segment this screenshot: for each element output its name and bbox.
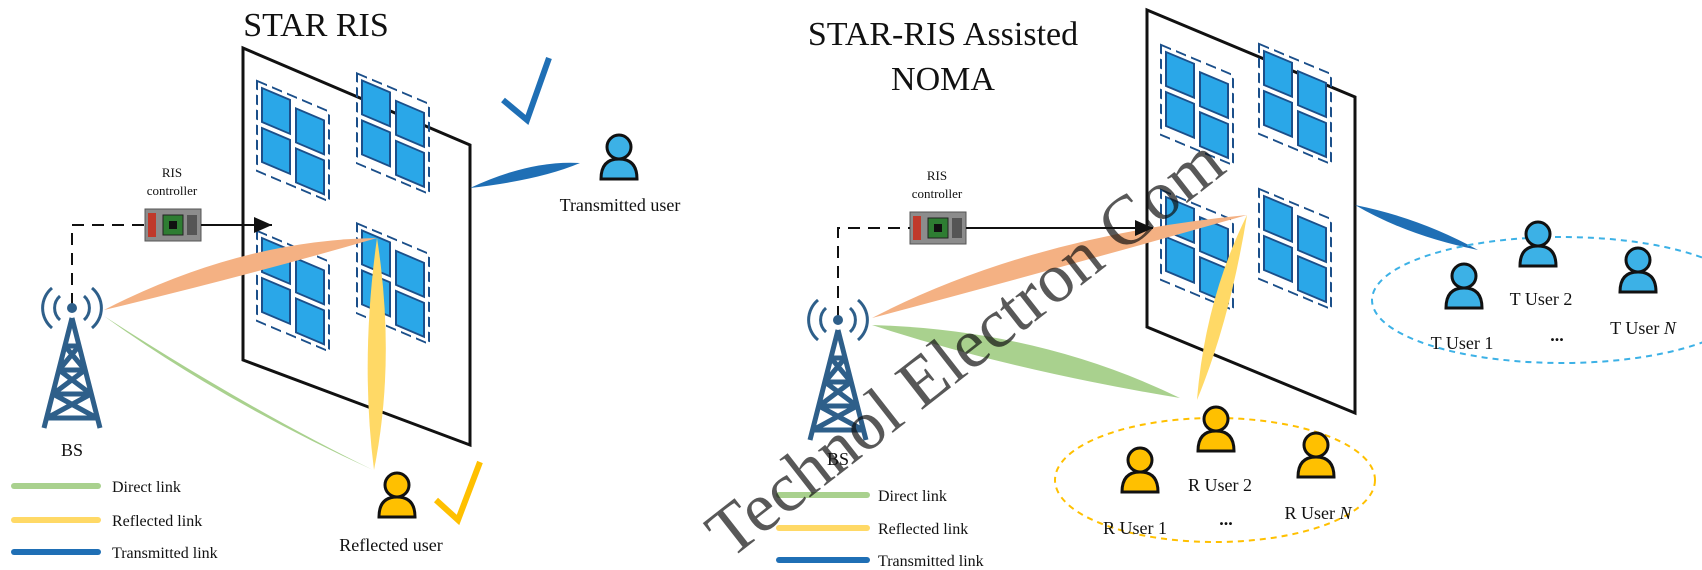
t-user-2-label: T User 2 — [1510, 289, 1573, 309]
legend-left: Direct link Reflected link Transmitted l… — [11, 479, 218, 562]
transmitted-user-icon — [599, 133, 639, 181]
left-transmitted-beam — [470, 162, 580, 188]
legend-direct-label: Direct link — [112, 479, 181, 496]
r-user-group: R User 1 R User 2 R User N ... — [1054, 405, 1376, 543]
left-bs-label: BS — [61, 440, 83, 460]
r-user-1-icon — [1120, 446, 1160, 494]
t-user-2-icon — [1518, 220, 1558, 268]
t-user-group: T User 1 T User 2 T User N ... — [1371, 220, 1702, 364]
left-beams — [104, 162, 580, 470]
t-user-1-icon — [1444, 262, 1484, 310]
left-reflected-beam-orange — [104, 238, 377, 310]
transmitted-check-icon — [501, 56, 552, 126]
legend-direct-label: Direct link — [878, 488, 947, 505]
controller-icon — [909, 211, 967, 245]
legend-reflected-label: Reflected link — [112, 513, 202, 530]
reflected-check-icon — [433, 460, 483, 526]
right-title-line-2: NOMA — [891, 61, 995, 98]
legend-right: Direct link Reflected link Transmitted l… — [776, 488, 984, 570]
left-controller: RIS controller — [71, 165, 272, 305]
transmitted-user-label: Transmitted user — [560, 195, 681, 215]
t-user-n-label: T User N — [1610, 318, 1677, 338]
left-bs-tower-icon — [43, 288, 102, 428]
right-transmitted-beam — [1355, 205, 1478, 250]
r-user-ellipsis: ... — [1219, 509, 1233, 529]
left-reflected-beam-yellow — [367, 238, 386, 470]
reflected-user-label: Reflected user — [339, 535, 442, 555]
r-user-2-label: R User 2 — [1188, 475, 1252, 495]
left-controller-label-2: controller — [147, 183, 198, 198]
right-controller-label-2: controller — [912, 186, 963, 201]
right-reflected-beam-orange — [872, 215, 1247, 318]
reflected-user-icon — [377, 471, 417, 519]
legend-reflected-label: Reflected link — [878, 521, 968, 538]
t-user-n-icon — [1618, 246, 1658, 294]
right-beams — [872, 205, 1478, 400]
left-title: STAR RIS — [243, 7, 389, 44]
right-panel: STAR-RIS Assisted NOMA RIS controller — [808, 7, 1702, 543]
right-reflected-beam-yellow — [1197, 215, 1247, 400]
right-controller: RIS controller — [837, 168, 1153, 318]
controller-icon — [144, 208, 202, 242]
right-direct-beam — [872, 325, 1180, 398]
legend-transmitted-label: Transmitted link — [878, 553, 984, 570]
right-title-line-1: STAR-RIS Assisted — [808, 16, 1078, 53]
right-bs-label: BS — [827, 449, 849, 469]
r-user-2-icon — [1196, 405, 1236, 453]
legend-transmitted-label: Transmitted link — [112, 545, 218, 562]
t-user-1-label: T User 1 — [1431, 333, 1494, 353]
r-user-1-label: R User 1 — [1103, 518, 1167, 538]
r-user-n-icon — [1296, 431, 1336, 479]
left-ris-panel — [241, 45, 472, 448]
left-panel: STAR RIS RIS controller BS — [43, 7, 681, 555]
r-user-n-label: R User N — [1284, 503, 1352, 523]
t-user-ellipsis: ... — [1550, 325, 1564, 345]
right-controller-label-1: RIS — [927, 168, 947, 183]
left-controller-label-1: RIS — [162, 165, 182, 180]
watermark: Technol Electron Com — [692, 122, 1238, 570]
